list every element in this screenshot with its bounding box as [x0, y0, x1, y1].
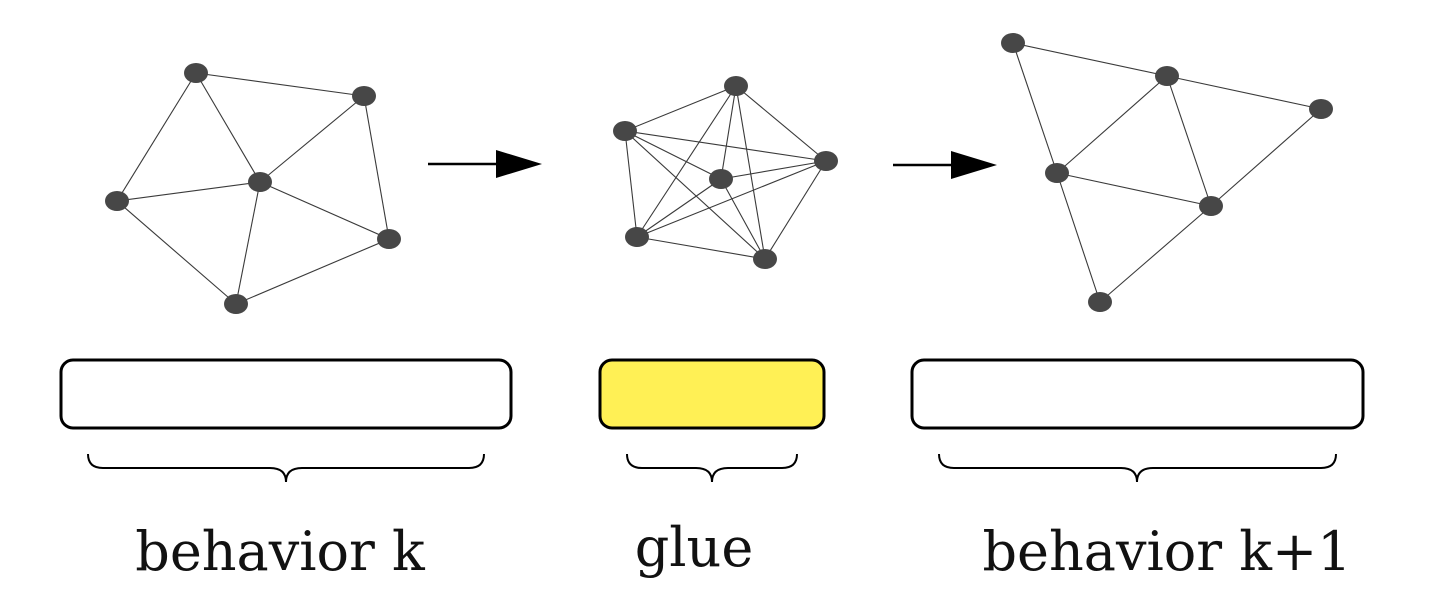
- graph-edge: [1099, 205, 1212, 303]
- behavior-k-label: behavior k: [135, 520, 426, 583]
- graph-node: [377, 229, 401, 249]
- graph-node: [224, 294, 248, 314]
- graph-edge: [259, 181, 390, 240]
- glue-label: glue: [635, 516, 754, 579]
- graph-node: [753, 249, 777, 269]
- graph-edge: [1056, 75, 1168, 174]
- graph-node: [184, 63, 208, 83]
- graph-edge: [735, 85, 827, 162]
- graph-edge: [636, 236, 766, 260]
- graph-node: [724, 76, 748, 96]
- graph-edge: [764, 160, 827, 260]
- graph-edge: [1166, 75, 1322, 110]
- graph-node: [352, 86, 376, 106]
- graph-edge: [720, 160, 827, 180]
- arrow-1: [428, 150, 542, 178]
- graph-edge: [624, 130, 722, 180]
- graph-node: [814, 151, 838, 171]
- graph-edge: [235, 181, 261, 305]
- graph-node: [1199, 196, 1223, 216]
- graph-node: [105, 191, 129, 211]
- graph-edge: [363, 95, 390, 240]
- behavior-k-graph: [105, 63, 401, 314]
- behavior-k1-label: behavior k+1: [982, 520, 1351, 583]
- graph-node: [709, 169, 733, 189]
- graph-edge: [235, 238, 390, 305]
- graph-edge: [636, 178, 722, 238]
- graph-edge: [624, 130, 827, 162]
- graph-edge: [259, 95, 365, 183]
- graph-edge: [116, 181, 261, 202]
- graph-node: [248, 172, 272, 192]
- graph-edge: [1210, 108, 1322, 207]
- arrow-2: [893, 151, 997, 179]
- glue-graph: [613, 76, 838, 269]
- behavior-k1-brace: [938, 453, 1337, 483]
- behavior-k1-graph: [1001, 33, 1333, 312]
- graph-node: [613, 121, 637, 141]
- graph-edge: [116, 200, 237, 305]
- graph-edge: [1012, 42, 1168, 77]
- graph-edge: [735, 85, 766, 260]
- graph-edge: [1166, 75, 1212, 207]
- graph-edge: [1012, 42, 1058, 174]
- graph-node: [1155, 66, 1179, 86]
- graph-edge: [624, 130, 638, 238]
- graph-edge: [1056, 172, 1101, 303]
- graph-node: [1088, 292, 1112, 312]
- behavior-k-box: [59, 358, 513, 430]
- behavior-k-brace: [87, 453, 485, 483]
- graph-edge: [116, 72, 197, 202]
- glue-brace: [626, 453, 798, 483]
- graph-edge: [720, 85, 737, 180]
- graph-edge: [195, 72, 365, 97]
- graph-edge: [624, 85, 737, 132]
- glue-box: [598, 358, 826, 430]
- graph-node: [1001, 33, 1025, 53]
- graph-node: [1045, 163, 1069, 183]
- graph-edge: [624, 130, 766, 260]
- graph-node: [1309, 99, 1333, 119]
- graph-edge: [195, 72, 261, 183]
- graph-edge: [720, 178, 766, 260]
- behavior-k1-box: [910, 358, 1365, 430]
- graph-node: [625, 227, 649, 247]
- graph-edge: [1056, 172, 1212, 207]
